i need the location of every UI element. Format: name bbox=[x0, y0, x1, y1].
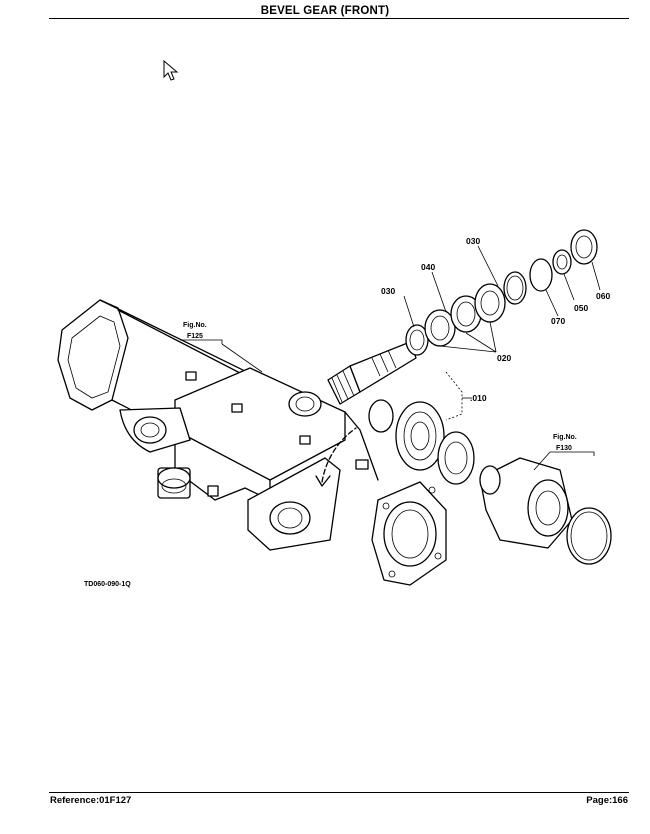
callout-040: 040 bbox=[421, 262, 435, 272]
fig-ref-f130-label: Fig.No. bbox=[553, 434, 577, 441]
bearing-stack bbox=[405, 229, 598, 356]
header-rule bbox=[49, 18, 629, 19]
callout-060: 060 bbox=[596, 291, 610, 301]
page-title: BEVEL GEAR (FRONT) bbox=[260, 5, 390, 17]
gear-case-assembly bbox=[479, 457, 612, 565]
axle-housing bbox=[57, 299, 447, 586]
fig-ref-f125-label: Fig.No. bbox=[183, 322, 207, 329]
callout-050: 050 bbox=[574, 303, 588, 313]
fig-ref-f130-number: F130 bbox=[556, 445, 572, 452]
drawing-code: TD060-090-1Q bbox=[84, 581, 131, 588]
callout-030-upper: 030 bbox=[466, 236, 480, 246]
callout-020: 020 bbox=[497, 353, 511, 363]
footer-rule bbox=[49, 792, 629, 793]
callout-010: .010 bbox=[470, 393, 487, 403]
ring-gear-group bbox=[315, 399, 475, 487]
mouse-pointer-icon bbox=[163, 60, 179, 81]
callout-leaders bbox=[180, 245, 601, 471]
callout-030-lower: 030 bbox=[381, 286, 395, 296]
fig-ref-f125-number: F125 bbox=[187, 333, 203, 340]
page-number: Page:166 bbox=[586, 795, 628, 806]
bevel-pinion-shaft bbox=[327, 341, 417, 405]
reference-code: Reference:01F127 bbox=[50, 795, 132, 806]
callout-070: 070 bbox=[551, 316, 565, 326]
